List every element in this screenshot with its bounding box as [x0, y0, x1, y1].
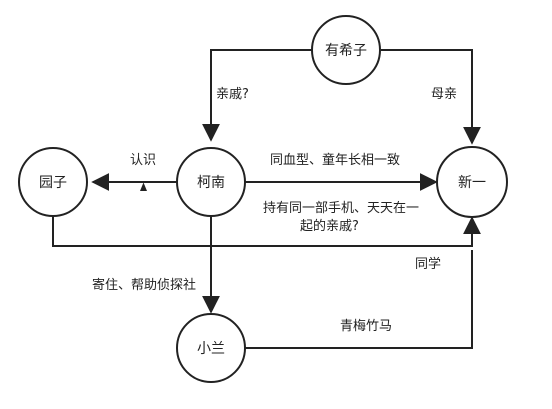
node-xinyi-label: 新一 — [458, 175, 486, 191]
label-youxizi-xinyi: 母亲 — [431, 87, 457, 102]
label-kenan-xinyi: 同血型、童年长相一致 — [270, 152, 400, 168]
node-kenan[interactable]: 柯南 — [176, 147, 246, 217]
edge-yuanzi-xinyi — [52, 216, 481, 247]
node-xiaolan-label: 小兰 — [197, 341, 225, 357]
edge-xiaolan-xinyi — [245, 250, 473, 349]
node-youxizi-label: 有希子 — [325, 43, 367, 59]
node-yuanzi[interactable]: 园子 — [18, 147, 88, 217]
node-xinyi[interactable]: 新一 — [436, 146, 508, 218]
label-youxizi-kenan: 亲戚? — [216, 87, 249, 102]
node-xiaolan[interactable]: 小兰 — [176, 313, 246, 383]
label-xiaolan-xinyi: 青梅竹马 — [340, 319, 392, 334]
edge-youxizi-xinyi — [381, 49, 481, 145]
edge-kenan-yuanzi-marker — [140, 182, 147, 191]
label-yuanzi-xinyi: 同学 — [415, 256, 441, 272]
label-kenan-yuanzi: 认识 — [130, 153, 156, 168]
label-kenan-xinyi-2-line1: 持有同一部手机、天天在一 — [263, 201, 419, 216]
edge-youxizi-kenan — [202, 49, 313, 142]
node-yuanzi-label: 园子 — [39, 175, 67, 191]
node-kenan-label: 柯南 — [197, 175, 225, 191]
label-kenan-xiaolan: 寄住、帮助侦探社 — [92, 277, 196, 293]
label-kenan-xinyi-2-line2: 起的亲戚? — [300, 218, 359, 234]
node-youxizi[interactable]: 有希子 — [311, 15, 381, 85]
